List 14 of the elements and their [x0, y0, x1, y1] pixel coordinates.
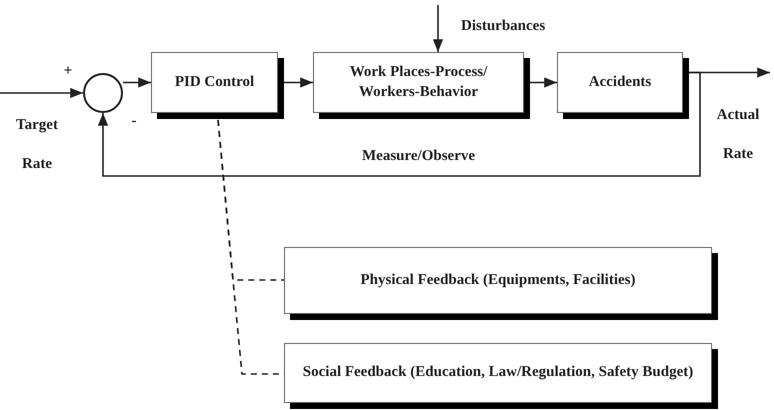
box-label: PID Control [174, 72, 256, 92]
box-label: Accidents [588, 72, 652, 92]
signal-label: Actual Rate [716, 106, 760, 164]
box-label: Physical Feedback (Equipments, Facilities) [360, 270, 636, 290]
signal-label: Target Rate [15, 116, 59, 174]
arrow [432, 5, 444, 52]
sign-label: - [130, 113, 138, 130]
arrow [98, 72, 701, 177]
arrow [123, 77, 151, 88]
box-label: Work Places-Process/ Workers-Behavior [348, 63, 488, 102]
arrow [0, 88, 83, 98]
sign-label: + [62, 63, 74, 80]
box-label: Social Feedback (Education, Law/Regulation, Safety Budget) [302, 363, 694, 382]
summing-junction [83, 73, 123, 113]
